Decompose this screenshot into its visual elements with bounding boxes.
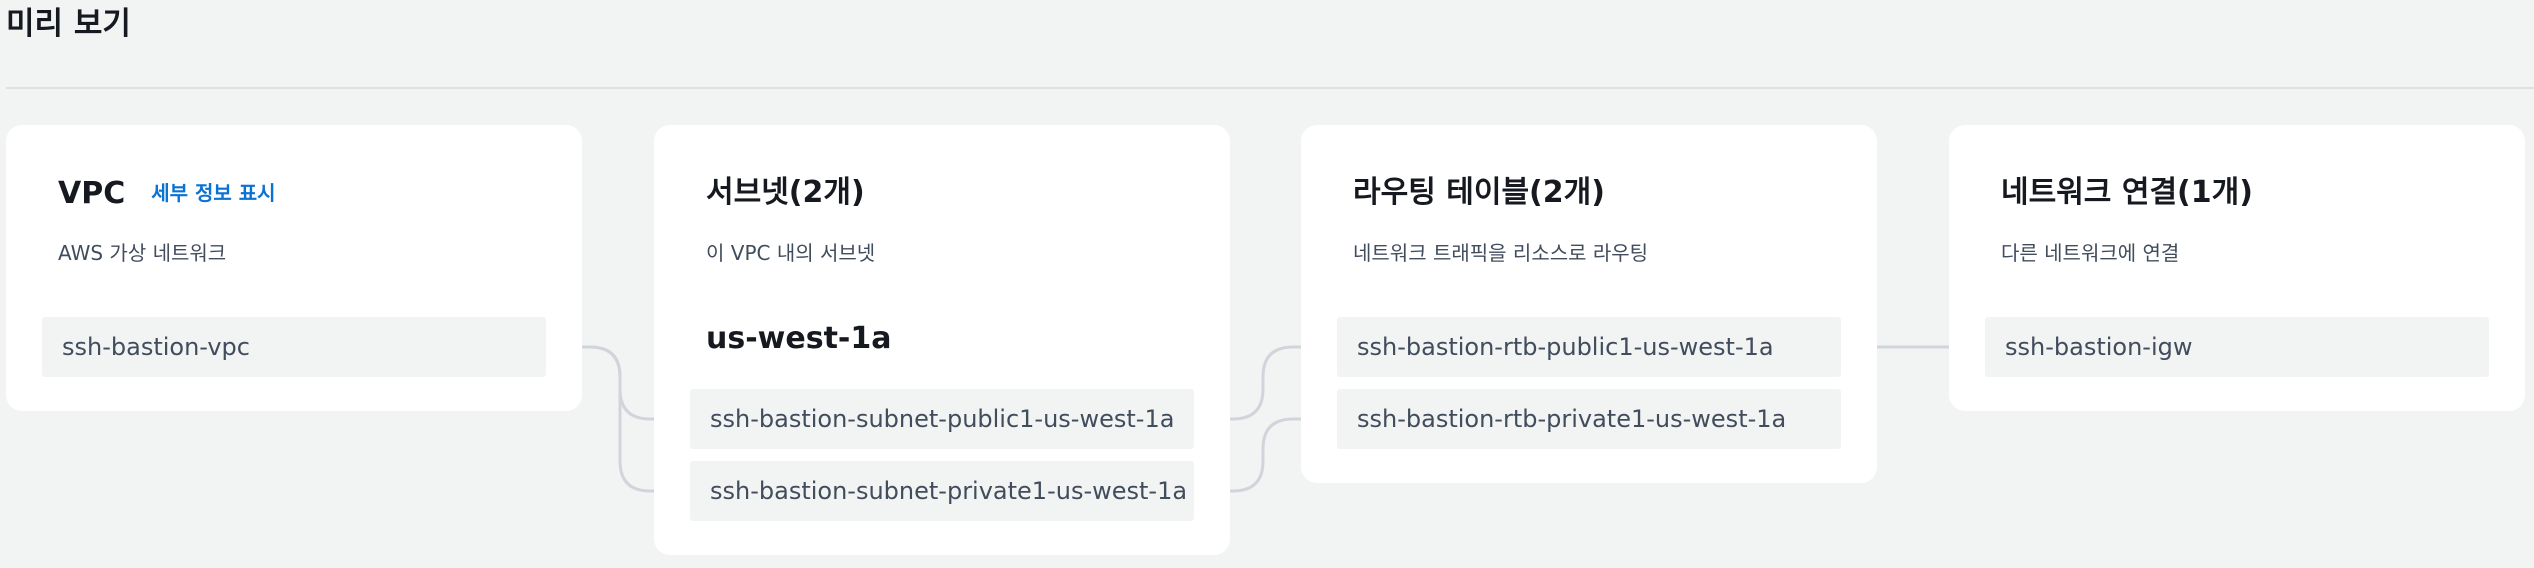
vpc-resource-item[interactable]: ssh-bastion-vpc [42,317,546,377]
network-connections-card-description: 다른 네트워크에 연결 [2001,241,2180,265]
internet-gateway-item[interactable]: ssh-bastion-igw [1985,317,2489,377]
subnet-item-private[interactable]: ssh-bastion-subnet-private1-us-west-1a [690,461,1194,521]
subnets-card-description: 이 VPC 내의 서브넷 [706,241,876,265]
vpc-title-text: VPC [58,176,126,211]
network-connections-card-title: 네트워크 연결(1개) [2001,175,2253,210]
header-divider [6,87,2534,89]
subnets-card-title: 서브넷(2개) [706,175,865,210]
availability-zone-label: us-west-1a [706,321,892,356]
subnet-item-public[interactable]: ssh-bastion-subnet-public1-us-west-1a [690,389,1194,449]
vpc-card-description: AWS 가상 네트워크 [58,241,227,265]
page-title: 미리 보기 [6,6,131,42]
route-table-item-private[interactable]: ssh-bastion-rtb-private1-us-west-1a [1337,389,1841,449]
route-table-item-public[interactable]: ssh-bastion-rtb-public1-us-west-1a [1337,317,1841,377]
network-connections-card: 네트워크 연결(1개) 다른 네트워크에 연결 ssh-bastion-igw [1949,125,2525,411]
vpc-card-title: VPC 세부 정보 표시 [58,173,276,214]
vpc-card: VPC 세부 정보 표시 AWS 가상 네트워크 ssh-bastion-vpc [6,125,582,411]
show-details-link[interactable]: 세부 정보 표시 [151,181,276,205]
route-tables-card: 라우팅 테이블(2개) 네트워크 트래픽을 리소스로 라우팅 ssh-basti… [1301,125,1877,483]
route-tables-card-title: 라우팅 테이블(2개) [1353,175,1605,210]
subnets-card: 서브넷(2개) 이 VPC 내의 서브넷 us-west-1a ssh-bast… [654,125,1230,555]
route-tables-card-description: 네트워크 트래픽을 리소스로 라우팅 [1353,241,1649,265]
